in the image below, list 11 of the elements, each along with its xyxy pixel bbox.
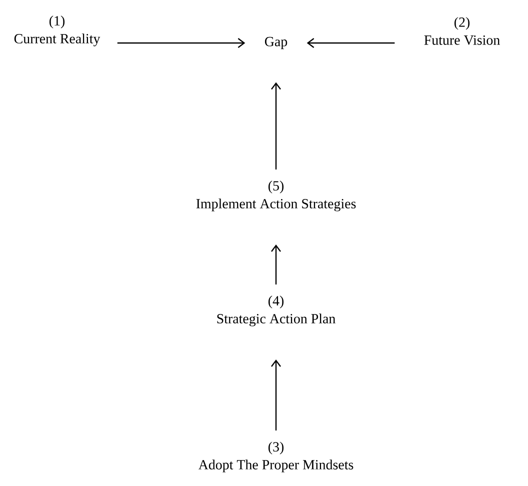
arrow — [271, 360, 281, 430]
text-label: (5) Implement Action Strategies — [196, 180, 356, 212]
arrow — [117, 38, 246, 48]
arrow — [271, 82, 281, 170]
text-label: (1) Current Reality — [14, 16, 100, 46]
text-label: (2) Future Vision — [424, 17, 500, 45]
text-label: Gap — [264, 36, 288, 50]
arrow — [271, 244, 281, 284]
text-label: (4) Strategic Action Plan — [217, 296, 336, 326]
text-label: (3) Adopt The Proper Mindsets — [198, 442, 354, 472]
arrow — [306, 38, 395, 48]
